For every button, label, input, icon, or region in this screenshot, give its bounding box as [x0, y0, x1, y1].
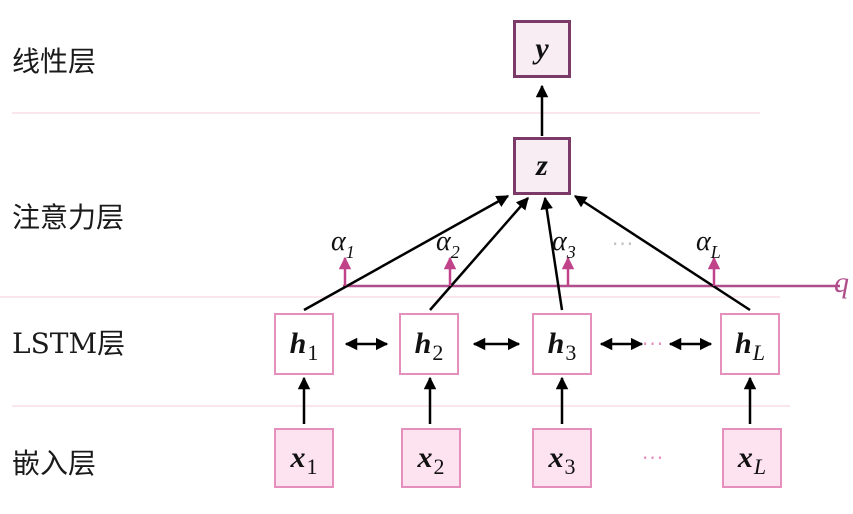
node-output-label: y: [535, 32, 549, 65]
arrow-hL-to-z: [573, 194, 751, 312]
node-output-y: y: [513, 20, 571, 78]
arrow-h2-to-z: [429, 197, 529, 311]
arrow-h1-to-z: [303, 194, 510, 312]
layer-label-linear: 线性层: [12, 45, 97, 78]
node-context-label: z: [536, 149, 548, 182]
layer-label-embedding: 嵌入层: [12, 447, 97, 480]
alpha-label-3: α3: [552, 226, 576, 262]
arrow-h3-to-z: [540, 196, 564, 311]
alpha-label-1: α1: [331, 226, 355, 262]
alpha-ellipsis: ···: [612, 232, 635, 256]
alpha-label-2: α2: [436, 226, 460, 262]
query-label-q: q: [834, 266, 849, 299]
layer-label-lstm: LSTM层: [12, 327, 126, 360]
node-context-z: z: [513, 137, 571, 195]
alpha-label-L: αL: [696, 226, 721, 262]
layer-label-attention: 注意力层: [12, 201, 125, 234]
input-ellipsis: ···: [642, 446, 665, 470]
hidden-ellipsis: ···: [642, 332, 665, 356]
